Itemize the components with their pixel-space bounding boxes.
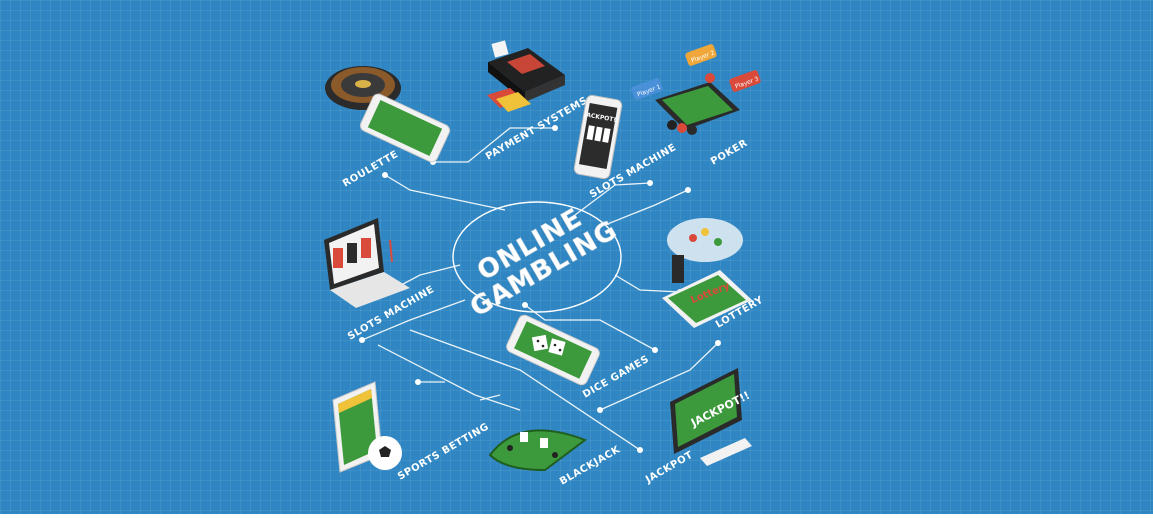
payment-node: PAYMENT SYSTEMS	[484, 40, 590, 163]
poker-chips-icon	[667, 73, 715, 135]
lottery-drum-icon	[667, 218, 743, 283]
connector-jackpot-right	[599, 342, 719, 411]
connector-slots-phone	[574, 182, 651, 216]
connector-sports	[361, 299, 466, 341]
connector-blackjack-up	[479, 394, 501, 401]
jackpot-node: JACKPOT!! JACKPOT	[643, 368, 752, 486]
lottery-node: Lottery LOTTERY	[662, 218, 766, 331]
label-roulette: ROULETTE	[341, 149, 400, 190]
soccer-ball-icon	[368, 436, 402, 470]
credit-cards-icon	[487, 88, 531, 112]
lottery-ticket-icon: Lottery	[662, 270, 752, 328]
connector-jackpot	[409, 329, 641, 451]
label-jackpot: JACKPOT	[643, 450, 695, 486]
card-terminal-icon	[488, 40, 565, 102]
slots-laptop-node: SLOTS MACHINE	[324, 218, 436, 343]
blackjack-node: BLACKJACK	[488, 429, 623, 488]
phone-roulette-icon	[359, 93, 451, 163]
connector-roulette	[384, 174, 506, 211]
poker-node: Player 1 Player 2 Player 3 POKER	[631, 44, 761, 168]
laptop-slots-icon	[324, 218, 410, 308]
label-poker: POKER	[709, 138, 750, 168]
dice-icon	[531, 334, 566, 356]
sports-node: SPORTS BETTING	[332, 381, 491, 483]
connector-lines	[361, 127, 719, 451]
tablet-poker-icon	[655, 82, 740, 130]
connector-poker	[604, 189, 689, 226]
monitor-jackpot-icon: JACKPOT!!	[670, 368, 752, 466]
roulette-node: ROULETTE	[325, 66, 451, 190]
blackjack-table-icon	[488, 429, 588, 472]
connector-dots	[359, 125, 721, 453]
phone-slots-icon: JACKPOT!!	[573, 94, 623, 180]
center-hub: ONLINE GAMBLING	[452, 201, 623, 324]
connector-lottery	[614, 274, 681, 293]
dice-node: DICE GAMES	[506, 314, 651, 401]
connector-payment	[433, 127, 555, 163]
connector-blackjack	[377, 344, 521, 411]
label-sports-betting: SPORTS BETTING	[396, 421, 491, 482]
bottom-strip	[0, 514, 1153, 518]
